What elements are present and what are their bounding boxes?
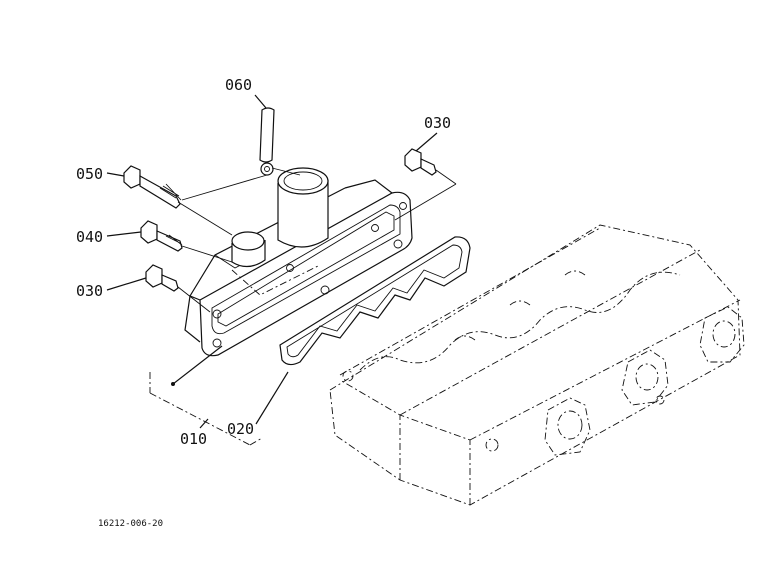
cover-010 bbox=[184, 167, 413, 357]
label-030-left: 030 bbox=[76, 282, 103, 300]
label-030-right: 030 bbox=[424, 114, 451, 132]
bolt-040 bbox=[106, 220, 183, 252]
leader-020 bbox=[255, 371, 289, 425]
assembly-guide-lines bbox=[177, 167, 457, 313]
bolt-030-right bbox=[404, 132, 438, 176]
gasket-020 bbox=[279, 236, 471, 366]
part-010-bracket bbox=[149, 345, 263, 446]
label-040: 040 bbox=[76, 228, 103, 246]
drawing-code: 16212-006-20 bbox=[98, 519, 163, 529]
bolt-050 bbox=[106, 165, 182, 209]
bolt-030-left bbox=[106, 264, 179, 292]
cylinder-head-outline bbox=[329, 224, 745, 506]
label-020: 020 bbox=[227, 420, 254, 438]
label-010: 010 bbox=[180, 430, 207, 448]
label-050: 050 bbox=[76, 165, 103, 183]
part-060-tag bbox=[254, 94, 275, 176]
label-060: 060 bbox=[225, 76, 252, 94]
